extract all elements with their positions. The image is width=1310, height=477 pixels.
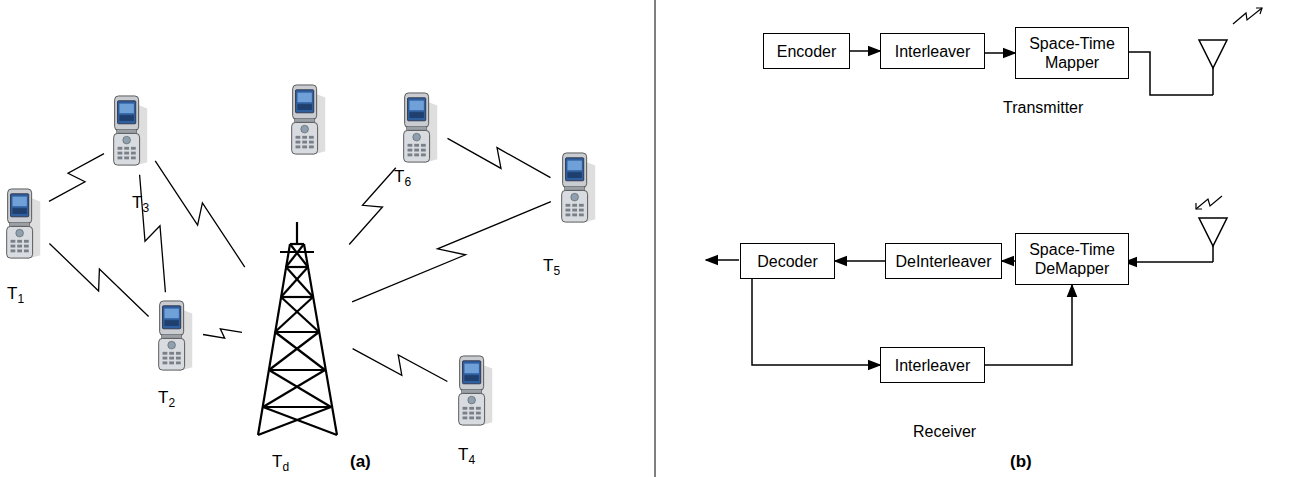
signal-arrow [1002,260,1015,262]
radio-link [349,168,396,245]
process-box: Interleaver [880,347,985,383]
phone-icon [558,152,598,224]
panel-label: (b) [1010,452,1032,472]
terminal-label: Td [272,452,289,474]
process-box: Encoder [763,33,850,69]
signal-arrow [835,260,885,262]
phone-icon [155,300,195,372]
radio-link [155,161,245,267]
radio-link [49,244,148,317]
terminal-label: T5 [543,256,560,278]
phone-icon [110,95,150,167]
base-station: Td [250,222,345,437]
signal-arrow [752,279,880,365]
terminal-label: T3 [132,193,149,215]
tower-icon [250,222,345,437]
process-box: DeInterleaver [885,243,1002,279]
mobile-terminal: T1 [3,188,43,260]
process-box: Space-Time Mapper [1015,27,1129,79]
box-label: Space-Time DeMapper [1016,240,1128,278]
radio-link [140,175,166,292]
terminal-label: T6 [394,167,411,189]
process-box: Space-Time DeMapper [1015,233,1129,285]
terminal-label: T2 [158,388,175,410]
radio-link [203,329,242,338]
mobile-terminal: T2 [155,300,195,372]
rx-antenna [1125,196,1227,262]
terminal-label: T4 [458,445,475,467]
section-label: Transmitter [1003,99,1083,117]
radio-link [353,349,448,382]
box-label: DeInterleaver [889,252,997,271]
radio-link [352,202,551,302]
signal-arrow [850,50,880,52]
phone-icon [292,85,326,155]
box-label: Space-Time Mapper [1016,34,1128,72]
mobile-terminal: T3 [110,95,150,167]
box-label: Interleaver [889,42,977,61]
phone-icon [3,188,43,260]
tx-antenna [1124,8,1262,95]
box-label: Decoder [751,252,823,271]
signal-arrow [985,285,1072,365]
output-arrow [706,259,739,261]
signal-arrow [985,52,1015,54]
box-label: Interleaver [889,356,977,375]
radio-link [49,154,104,202]
panel-label: (a) [350,452,371,472]
section-label: Receiver [913,423,976,441]
mobile-terminal: T6 [400,92,440,164]
phone-icon [400,92,440,164]
process-box: Decoder [740,243,835,279]
radio-link [448,138,551,177]
phone-icon [455,355,495,427]
process-box: Interleaver [880,33,985,69]
mobile-terminal: T5 [558,152,598,224]
mobile-terminal: T4 [455,355,495,427]
terminal-label: T1 [7,284,24,306]
panel-divider [655,0,656,477]
box-label: Encoder [771,42,843,61]
